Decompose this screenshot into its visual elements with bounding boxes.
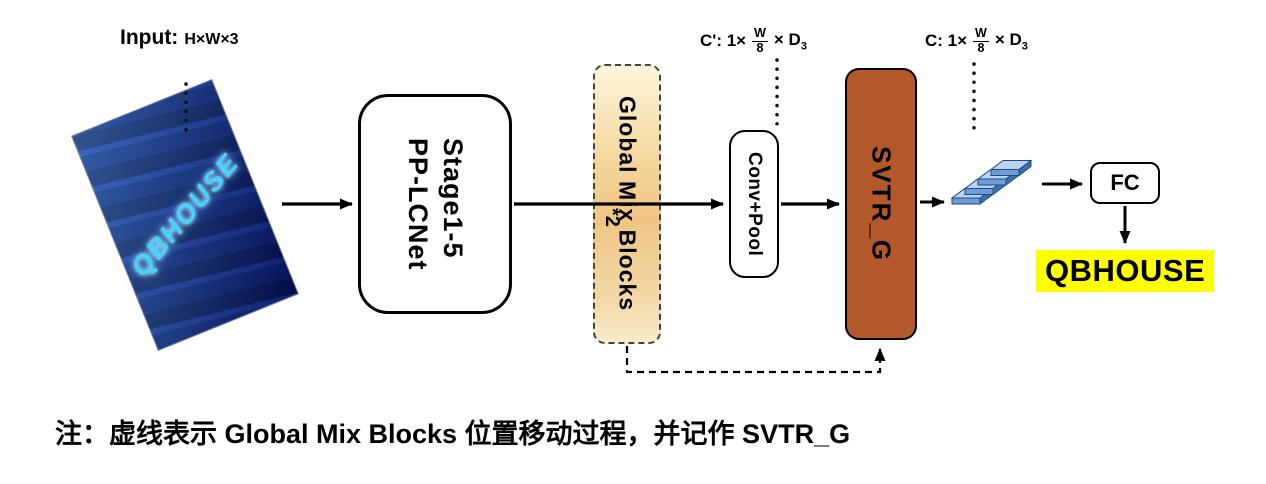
- figure-note: 注：虚线表示 Global Mix Blocks 位置移动过程，并记作 SVTR…: [55, 419, 851, 449]
- c-suffix: × D3: [994, 30, 1028, 53]
- fc-block: FC: [1090, 162, 1160, 204]
- global-mix-multiplier: *2: [601, 208, 623, 227]
- c-fraction: W 8: [973, 26, 989, 55]
- feature-map-slab: [963, 178, 1007, 196]
- conv-pool-label: Conv+Pool: [744, 151, 765, 257]
- input-label: Input: H×W×3: [120, 26, 239, 50]
- input-label-title: Input:: [120, 26, 179, 49]
- pp-lcnet-label-line2: Stage1-5: [438, 137, 469, 259]
- pp-lcnet-label: PP-LCNet Stage1-5: [400, 138, 470, 271]
- feature-map-slab: [989, 159, 1033, 177]
- input-image: QBHOUSE: [72, 80, 298, 350]
- feature-maps: [950, 159, 1033, 205]
- c-prime-suffix: × D3: [773, 30, 807, 53]
- c-prefix: C: 1×: [925, 31, 968, 51]
- pp-lcnet-block: PP-LCNet Stage1-5: [358, 94, 512, 314]
- fc-label: FC: [1110, 170, 1140, 195]
- svtr-g-label: SVTR_G: [866, 145, 897, 263]
- svtr-g-block: SVTR_G: [845, 68, 917, 340]
- dashed-move-path: [625, 346, 886, 374]
- recognized-output-text: QBHOUSE: [1036, 250, 1215, 292]
- global-mix-blocks: Global Mix Blocks *2: [593, 64, 661, 344]
- feature-map-slab: [976, 169, 1020, 186]
- pp-lcnet-label-line1: PP-LCNet: [403, 137, 433, 271]
- conv-pool-block: Conv+Pool: [729, 130, 779, 278]
- c-prime-prefix: C': 1×: [700, 31, 747, 51]
- global-mix-label: Global Mix Blocks: [614, 96, 641, 312]
- c-dimension-label: C: 1× W 8 × D3: [925, 26, 1028, 56]
- input-label-dims: H×W×3: [184, 31, 239, 48]
- c-prime-fraction: W 8: [752, 26, 768, 55]
- feature-map-slab: [950, 188, 994, 205]
- input-image-sign-text: QBHOUSE: [124, 147, 245, 282]
- c-prime-dimension-label: C': 1× W 8 × D3: [700, 26, 807, 56]
